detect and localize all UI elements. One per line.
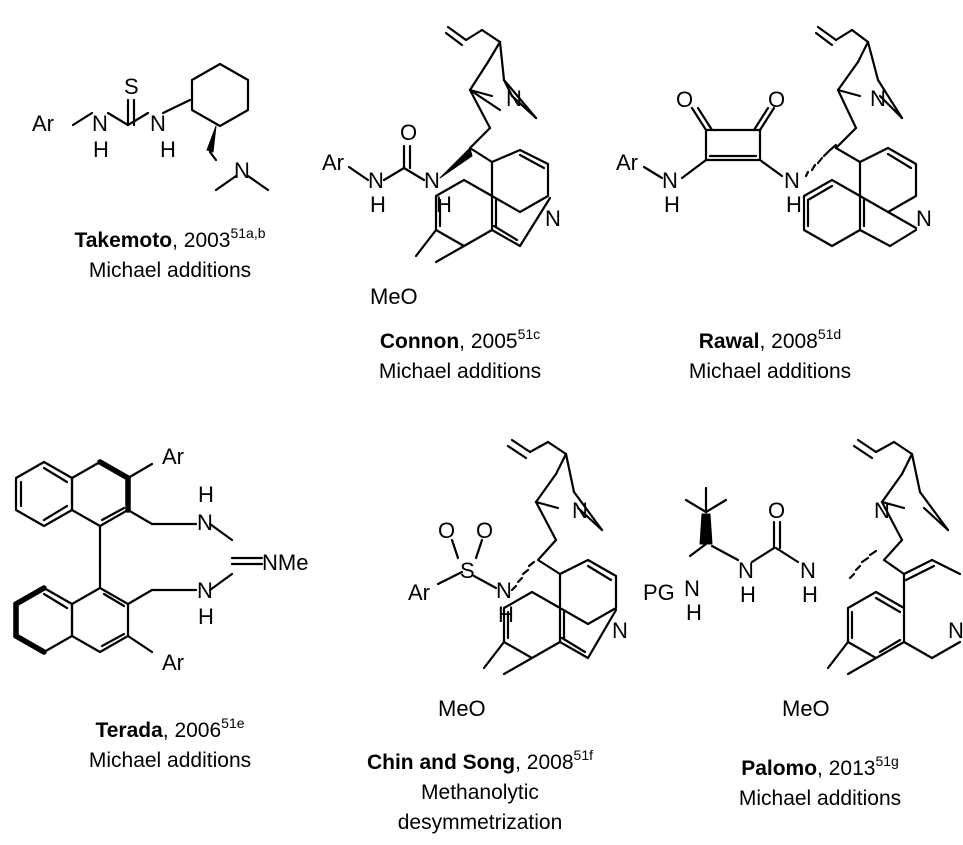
takemoto-name: Takemoto (74, 229, 173, 252)
palomo-n3-label: N (800, 558, 816, 583)
chin-song-ar-label: Ar (408, 580, 430, 605)
connon-ar-label: Ar (322, 150, 344, 175)
rawal-caption: Rawal, 200851d Michael additions (640, 327, 900, 387)
chin-song-h1-label: H (498, 602, 514, 627)
takemoto-ref: 51a,b (230, 225, 266, 241)
chin-song-s-label: S (460, 558, 475, 583)
palomo-o-label: O (768, 498, 785, 523)
palomo-ref: 51g (875, 753, 899, 769)
palomo-year: , 2013 (817, 757, 876, 780)
connon-h2-label: H (436, 192, 452, 217)
connon-structure: Ar N H O N H N N MeO (322, 25, 561, 309)
takemoto-n2-label: N (150, 111, 166, 136)
connon-n4-label: N (545, 206, 561, 231)
terada-nme-label: NMe (262, 550, 308, 575)
takemoto-structure: Ar N H S N H N (32, 62, 270, 192)
rawal-ar-label: Ar (616, 150, 638, 175)
terada-name: Terada (95, 719, 163, 742)
connon-n3-label: N (506, 86, 522, 111)
chin-song-citation: Chin and Song, 200851f (330, 748, 630, 778)
connon-year: , 2005 (459, 330, 518, 353)
rawal-o1-label: O (676, 87, 693, 112)
takemoto-ar-label: Ar (32, 111, 54, 136)
chin-song-structure: Ar S O O N H N N MeO (408, 438, 628, 721)
palomo-citation: Palomo, 201351g (700, 754, 940, 784)
chin-song-o1-label: O (438, 518, 455, 543)
terada-year: , 2006 (162, 719, 222, 742)
takemoto-h1-label: H (93, 137, 109, 162)
chin-song-name: Chin and Song (366, 751, 516, 774)
chin-song-n2-label: N (572, 498, 588, 523)
connon-n2-label: N (424, 168, 440, 193)
palomo-h3-label: H (802, 582, 818, 607)
takemoto-year: , 2003 (172, 229, 231, 252)
palomo-application: Michael additions (738, 787, 902, 810)
palomo-name: Palomo (741, 757, 818, 780)
rawal-h1-label: H (664, 192, 680, 217)
connon-h1-label: H (370, 192, 386, 217)
rawal-structure: O O Ar N H N H N N (616, 25, 932, 248)
rawal-name: Rawal (698, 330, 760, 353)
takemoto-caption: Takemoto, 200351a,b Michael additions (40, 226, 300, 286)
palomo-n1-label: N (684, 576, 700, 601)
rawal-n3-label: N (870, 86, 886, 111)
terada-h2-label: H (198, 604, 214, 629)
rawal-application: Michael additions (688, 360, 852, 383)
rawal-n4-label: N (916, 206, 932, 231)
rawal-o2-label: O (768, 87, 785, 112)
connon-name: Connon (379, 330, 460, 353)
terada-ref: 51e (221, 715, 245, 731)
palomo-structure: PG N H N H O N H N N MeO (643, 438, 963, 721)
terada-h1-label: H (198, 482, 214, 507)
palomo-n2-label: N (738, 558, 754, 583)
takemoto-n1-label: N (92, 111, 108, 136)
terada-n1-label: N (197, 510, 213, 535)
takemoto-s-label: S (124, 74, 139, 99)
terada-n2-label: N (197, 578, 213, 603)
chin-song-application-2: desymmetrization (397, 811, 563, 834)
rawal-n1-label: N (662, 168, 678, 193)
rawal-h2-label: H (786, 192, 802, 217)
palomo-pg-label: PG (643, 580, 675, 605)
chin-song-o2-label: O (476, 518, 493, 543)
takemoto-n3-label: N (234, 158, 250, 183)
chin-song-n1-label: N (496, 578, 512, 603)
palomo-n4-label: N (874, 498, 890, 523)
takemoto-citation: Takemoto, 200351a,b (40, 226, 300, 256)
chin-song-n3-label: N (612, 618, 628, 643)
chin-song-caption: Chin and Song, 200851f Methanolytic desy… (330, 748, 630, 838)
chin-song-application: Methanolytic (421, 781, 539, 804)
terada-ar2-label: Ar (162, 650, 184, 675)
terada-ar1-label: Ar (162, 444, 184, 469)
connon-n1-label: N (368, 168, 384, 193)
palomo-h1-label: H (686, 600, 702, 625)
chin-song-year: , 2008 (515, 751, 574, 774)
palomo-meo-label: MeO (782, 696, 830, 721)
terada-caption: Terada, 200651e Michael additions (40, 716, 300, 776)
takemoto-application: Michael additions (88, 259, 252, 282)
connon-application: Michael additions (378, 360, 542, 383)
terada-citation: Terada, 200651e (40, 716, 300, 746)
terada-application: Michael additions (88, 749, 252, 772)
palomo-h2-label: H (740, 582, 756, 607)
connon-caption: Connon, 200551c Michael additions (340, 327, 580, 387)
rawal-year: , 2008 (759, 330, 818, 353)
chin-song-meo-label: MeO (438, 696, 486, 721)
connon-citation: Connon, 200551c (340, 327, 580, 357)
rawal-citation: Rawal, 200851d (640, 327, 900, 357)
chin-song-ref: 51f (573, 747, 593, 763)
rawal-n2-label: N (784, 168, 800, 193)
connon-meo-label: MeO (370, 284, 418, 309)
connon-o-label: O (400, 120, 417, 145)
palomo-n5-label: N (948, 618, 963, 643)
palomo-caption: Palomo, 201351g Michael additions (700, 754, 940, 814)
takemoto-h2-label: H (160, 137, 176, 162)
connon-ref: 51c (517, 326, 541, 342)
terada-structure: Ar Ar H N NMe N H (13, 444, 308, 675)
rawal-ref: 51d (817, 326, 842, 342)
